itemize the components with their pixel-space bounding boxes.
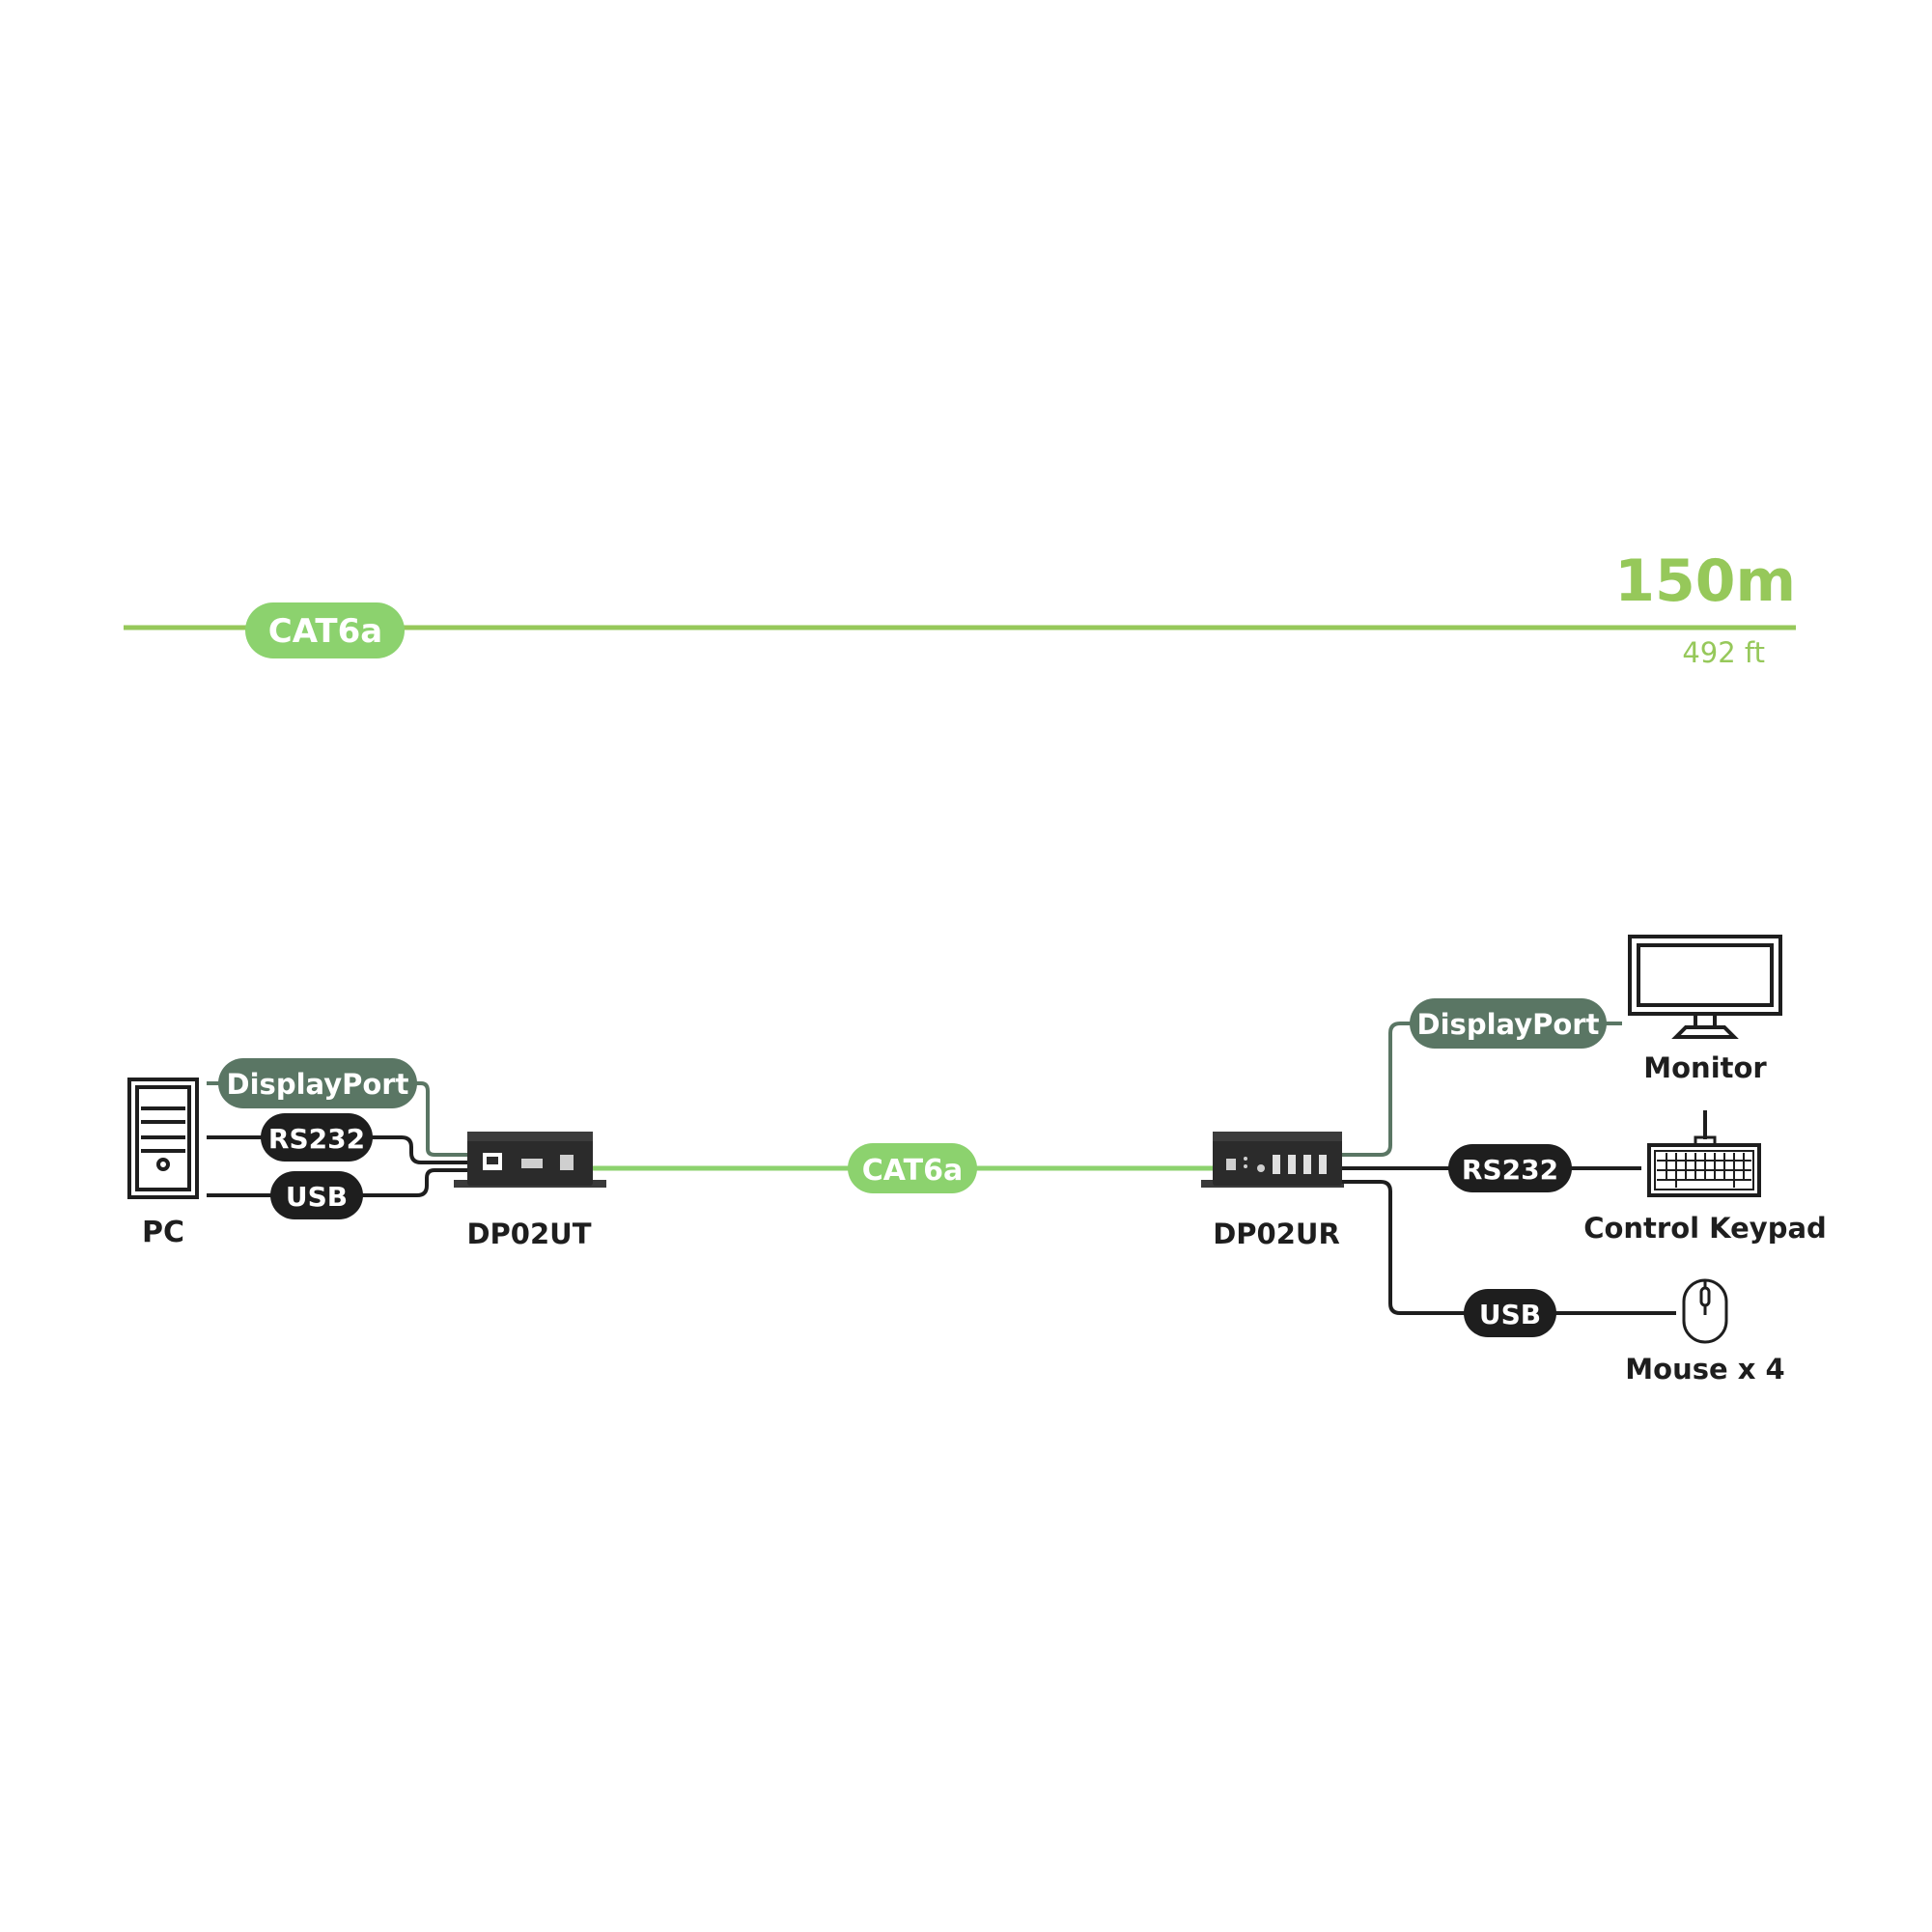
transmitter-label: DP02UT	[466, 1218, 591, 1250]
transmitter-dp-port	[521, 1159, 543, 1168]
pc-label: PC	[142, 1216, 184, 1249]
keypad-label: Control Keypad	[1583, 1212, 1827, 1245]
receiver-device: DP02UR	[1201, 1132, 1344, 1250]
pc-device: PC	[127, 1078, 199, 1249]
cat6a-badge	[848, 1143, 977, 1193]
cat6a-link: CAT6a	[593, 1143, 1213, 1193]
cat6a-label: CAT6a	[862, 1154, 964, 1188]
svg-text:RS232: RS232	[268, 1123, 365, 1155]
range-cable-pill	[245, 602, 405, 658]
keyboard-icon	[1647, 1110, 1761, 1197]
pc-displayport-badge: DisplayPort	[218, 1058, 417, 1108]
transmitter-usb-port	[560, 1155, 574, 1170]
receiver-usb-port-2	[1288, 1155, 1296, 1174]
receiver-rs232-badge: RS232	[1448, 1144, 1572, 1192]
monitor-label: Monitor	[1643, 1051, 1767, 1084]
monitor-icon	[1628, 935, 1782, 1039]
receiver-usb-badge: USB	[1464, 1289, 1556, 1337]
mouse-device: Mouse x 4	[1625, 1278, 1785, 1386]
pc-rs232-badge: RS232	[261, 1113, 373, 1162]
receiver-usb-port-3	[1303, 1155, 1311, 1174]
svg-text:USB: USB	[1479, 1299, 1541, 1330]
receiver-usb-cable	[1342, 1180, 1466, 1315]
receiver-usb-port-4	[1319, 1155, 1327, 1174]
receiver-power-port	[1226, 1159, 1236, 1170]
monitor-device: Monitor	[1628, 935, 1782, 1084]
range-cable-label: CAT6a	[268, 612, 382, 651]
receiver-usb-port-1	[1273, 1155, 1280, 1174]
range-distance-meters: 150m	[1614, 547, 1796, 615]
mouse-icon	[1682, 1278, 1728, 1344]
transmitter-device: DP02UT	[454, 1132, 606, 1250]
pc-usb-badge: USB	[270, 1171, 363, 1219]
pc-usb-cable	[361, 1168, 469, 1197]
svg-text:USB: USB	[286, 1181, 348, 1213]
pc-rs232-cable	[371, 1135, 469, 1164]
receiver-label: DP02UR	[1213, 1218, 1340, 1250]
keypad-device: Control Keypad	[1583, 1110, 1827, 1245]
svg-text:DisplayPort: DisplayPort	[1417, 1008, 1600, 1041]
svg-text:RS232: RS232	[1462, 1154, 1558, 1186]
pc-tower-icon	[127, 1078, 199, 1199]
receiver-cables	[1342, 1022, 1676, 1315]
pc-displayport-cable	[415, 1081, 469, 1157]
receiver-displayport-badge: DisplayPort	[1410, 998, 1607, 1049]
range-indicator: CAT6a 150m 492 ft	[124, 547, 1796, 669]
range-distance-feet: 492 ft	[1682, 636, 1765, 669]
svg-text:DisplayPort: DisplayPort	[227, 1068, 409, 1101]
receiver-displayport-cable	[1342, 1022, 1412, 1157]
mouse-label: Mouse x 4	[1625, 1353, 1784, 1386]
pc-cables	[207, 1081, 469, 1197]
receiver-rs232-jack	[1257, 1164, 1265, 1172]
